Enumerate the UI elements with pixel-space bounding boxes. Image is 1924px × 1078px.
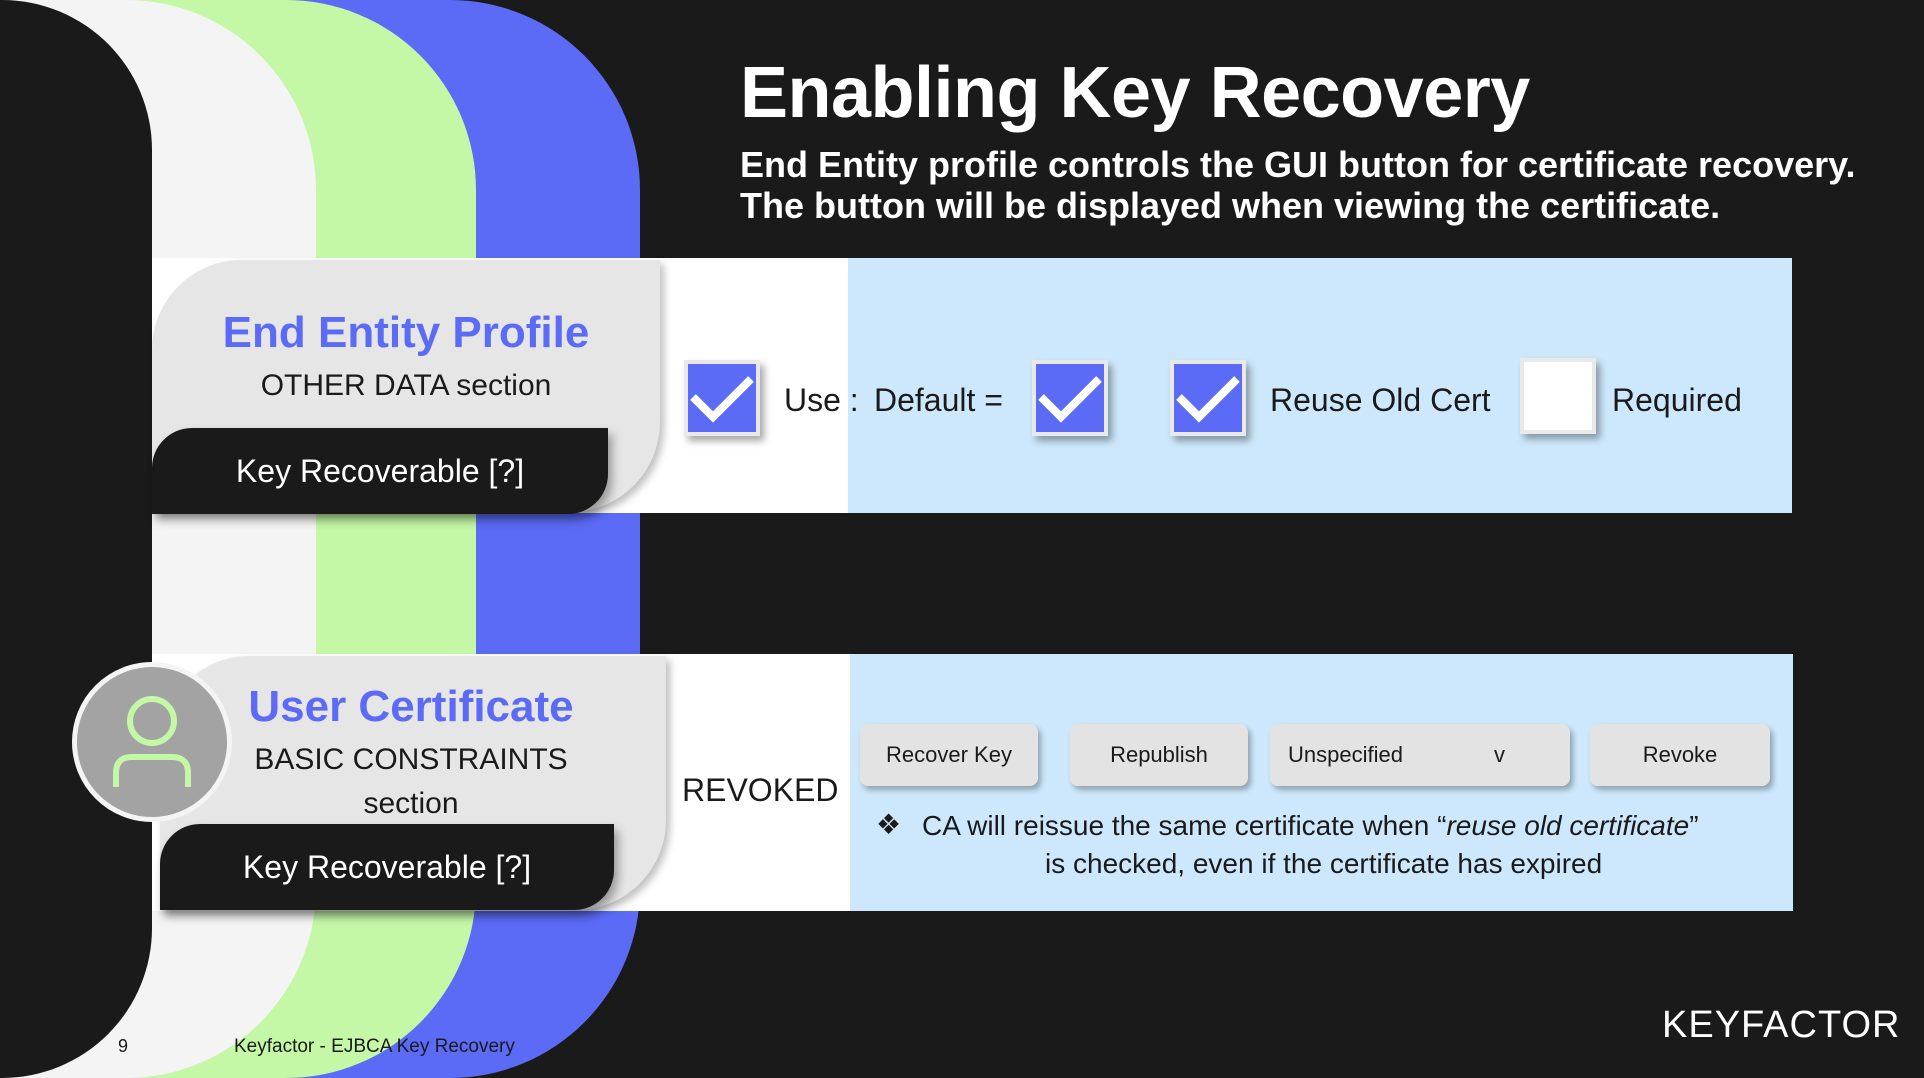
note-prefix: CA will reissue the same certificate whe… <box>922 810 1438 841</box>
user-cert-section-line-1: BASIC CONSTRAINTS <box>254 743 568 776</box>
reuse-old-cert-checkbox[interactable] <box>1170 360 1246 436</box>
republish-button[interactable]: Republish <box>1070 724 1248 786</box>
keyfactor-logo: KEYFACTOR <box>1662 1004 1901 1046</box>
end-entity-section: OTHER DATA section <box>260 369 552 402</box>
check-icon <box>1038 376 1102 423</box>
footer-caption: Keyfactor - EJBCA Key Recovery <box>234 1036 515 1057</box>
background-arch-black <box>0 0 152 1078</box>
note-quote-close: ” <box>1689 810 1699 841</box>
subtitle-line-1: End Entity profile controls the GUI butt… <box>740 144 1856 185</box>
note-quote-open: “ <box>1437 810 1447 841</box>
page-number: 9 <box>118 1036 129 1056</box>
user-icon <box>113 696 191 787</box>
use-label: Use : <box>784 382 859 418</box>
end-entity-blue-panel <box>848 258 1792 513</box>
key-recoverable-tab-1[interactable]: Key Recoverable [?] <box>152 428 608 514</box>
revoke-button[interactable]: Revoke <box>1590 724 1770 786</box>
user-cert-section-line-2: section <box>363 787 459 820</box>
check-icon <box>1176 376 1240 423</box>
user-cert-heading: User Certificate <box>248 682 574 731</box>
chevron-down-icon: v <box>1494 742 1505 767</box>
avatar <box>72 662 232 822</box>
revocation-reason-value: Unspecified <box>1288 742 1403 767</box>
user-cert-section: BASIC CONSTRAINTS section <box>220 738 602 826</box>
revocation-reason-select[interactable]: Unspecified v <box>1270 724 1570 786</box>
check-icon <box>690 376 754 423</box>
slide-subtitle: End Entity profile controls the GUI butt… <box>740 144 1856 226</box>
key-recoverable-tab-2[interactable]: Key Recoverable [?] <box>160 824 614 910</box>
note-line-1: CA will reissue the same certificate whe… <box>922 810 1699 842</box>
revoked-status: REVOKED <box>682 772 839 808</box>
default-checkbox[interactable] <box>1032 360 1108 436</box>
reuse-old-cert-label: Reuse Old Cert <box>1270 382 1491 418</box>
required-label: Required <box>1612 382 1742 418</box>
note-line-2: is checked, even if the certificate has … <box>1045 848 1603 879</box>
subtitle-line-2: The button will be displayed when viewin… <box>740 185 1721 226</box>
recover-key-button[interactable]: Recover Key <box>860 724 1038 786</box>
use-checkbox[interactable] <box>684 360 760 436</box>
default-label: Default = <box>874 382 1003 418</box>
required-checkbox[interactable] <box>1520 358 1596 434</box>
slide-title: Enabling Key Recovery <box>740 53 1530 133</box>
note-bullet-icon: ❖ <box>876 809 902 840</box>
end-entity-heading: End Entity Profile <box>222 308 590 357</box>
note-italic: reuse old certificate <box>1446 810 1690 841</box>
